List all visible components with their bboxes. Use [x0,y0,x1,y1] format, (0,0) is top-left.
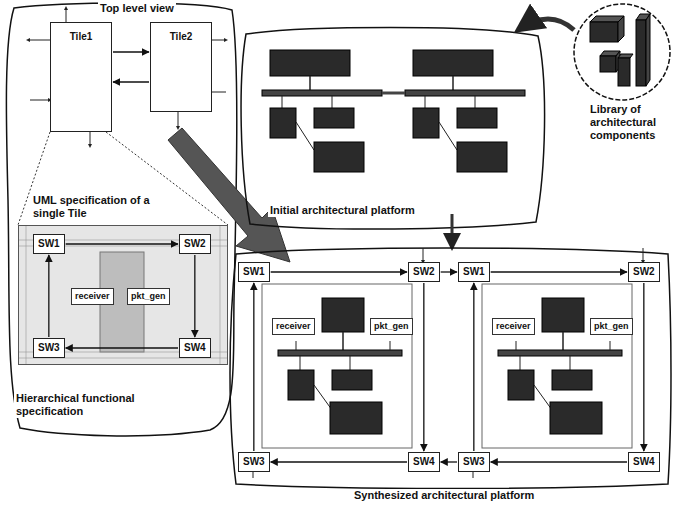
box-label: receiver [276,321,311,332]
box-label: SW2 [184,238,206,250]
link-arrow [113,81,149,82]
module-box: pkt_gen [590,318,633,335]
link-arrow [441,271,457,272]
box-label: Tile2 [151,31,211,42]
box-label: SW1 [463,266,485,278]
region-label: Hierarchical functional specification [14,392,168,418]
tile-box: Tile2 [150,22,212,112]
module-box: pkt_gen [370,318,413,335]
box-label: pkt_gen [131,291,166,302]
switch-box: SW1 [238,262,270,282]
box-heading: UML specification of a single Tile [33,194,183,220]
link-arrow [423,283,424,451]
switch-box: SW2 [628,262,660,282]
module-box: receiver [272,318,315,335]
switch-box: SW4 [179,338,211,358]
switch-box: SW1 [458,262,490,282]
link-arrow [253,283,254,451]
module-box: receiver [492,318,535,335]
region-label: Library of architectural components [588,103,675,142]
box-label: SW3 [463,456,485,468]
module-box: receiver [71,288,114,305]
link-arrow [441,461,457,462]
box-label: receiver [496,321,531,332]
switch-box: SW3 [238,452,270,472]
link-arrow [48,255,49,337]
link-arrow [473,283,474,451]
switch-box: SW1 [33,234,65,254]
switch-box: SW4 [628,452,660,472]
link-arrow [491,271,627,272]
box-label: pkt_gen [374,321,409,332]
link-arrow [113,51,149,52]
box-label: SW1 [243,266,265,278]
switch-box: SW3 [458,452,490,472]
box-label: SW4 [184,342,206,354]
link-arrow [491,461,627,462]
box-label: pkt_gen [594,321,629,332]
link-arrow [66,243,178,244]
box-label: SW3 [38,342,60,354]
tile-box: Tile1 [50,22,112,132]
link-arrow [271,271,407,272]
link-arrow [643,283,644,451]
switch-box: SW2 [179,234,211,254]
switch-box: SW4 [408,452,440,472]
tile-spec-box: UML specification of a single TileSW1SW2… [18,225,228,365]
region-label: Initial architectural platform [268,204,417,217]
box-label: SW4 [633,456,655,468]
box-label: SW2 [633,266,655,278]
link-arrow [194,255,195,337]
link-arrow [271,461,407,462]
box-label: receiver [75,291,110,302]
box-label: Tile1 [51,31,111,42]
switch-box: SW3 [33,338,65,358]
box-label: SW2 [413,266,435,278]
box-label: SW1 [38,238,60,250]
link-arrow [66,347,178,348]
box-label: SW4 [413,456,435,468]
switch-box: SW2 [408,262,440,282]
box-label: SW3 [243,456,265,468]
module-box: pkt_gen [127,288,170,305]
region-label: Top level view [98,2,176,15]
region-label: Synthesized architectural platform [352,489,536,502]
